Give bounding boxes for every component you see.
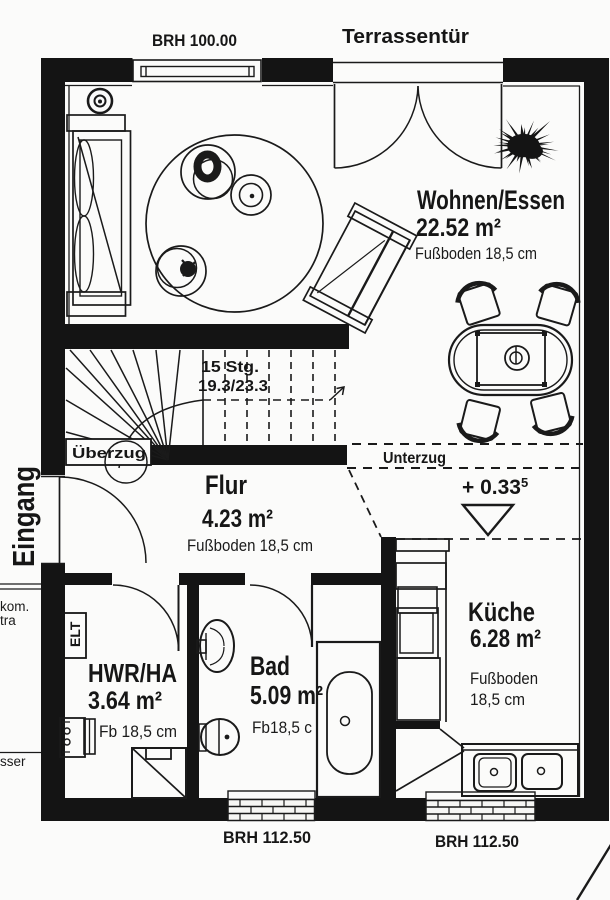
svg-text:6.28 m²: 6.28 m² xyxy=(470,625,541,653)
svg-text:Terrassentür: Terrassentür xyxy=(342,26,469,48)
svg-text:Unterzug: Unterzug xyxy=(383,450,446,467)
svg-text:Fußboden: Fußboden xyxy=(470,669,538,688)
svg-text:4.23 m²: 4.23 m² xyxy=(202,505,273,533)
svg-text:kom.: kom. xyxy=(0,599,29,614)
svg-text:Bad: Bad xyxy=(250,651,290,681)
svg-text:BRH 100.00: BRH 100.00 xyxy=(152,31,237,50)
svg-text:Küche: Küche xyxy=(468,597,535,627)
svg-text:15 Stg.: 15 Stg. xyxy=(201,359,259,376)
svg-text:5.09 m²: 5.09 m² xyxy=(250,680,323,710)
svg-text:Fußboden 18,5 cm: Fußboden 18,5 cm xyxy=(415,245,537,263)
svg-text:Überzug: Überzug xyxy=(72,445,146,462)
svg-text:tra: tra xyxy=(0,613,16,628)
svg-text:BRH 112.50: BRH 112.50 xyxy=(223,828,311,847)
svg-text:+ 0.335: + 0.335 xyxy=(462,475,528,499)
svg-text:HWR/HA: HWR/HA xyxy=(88,658,177,688)
svg-text:18,5 cm: 18,5 cm xyxy=(470,690,525,709)
svg-text:Fußboden 18,5 cm: Fußboden 18,5 cm xyxy=(187,537,313,555)
svg-text:22.52 m²: 22.52 m² xyxy=(416,214,501,242)
svg-text:BRH 112.50: BRH 112.50 xyxy=(435,832,519,851)
svg-text:Flur: Flur xyxy=(205,470,247,500)
svg-text:ELT: ELT xyxy=(67,621,83,647)
svg-text:Wohnen/Essen: Wohnen/Essen xyxy=(417,185,565,215)
svg-text:19.3/23.3: 19.3/23.3 xyxy=(198,378,268,395)
svg-text:Fb 18,5 cm: Fb 18,5 cm xyxy=(99,723,177,741)
svg-text:Fb18,5 c: Fb18,5 c xyxy=(252,719,312,737)
svg-text:3.64 m²: 3.64 m² xyxy=(88,687,162,715)
svg-text:sser: sser xyxy=(0,754,26,769)
svg-text:Eingang: Eingang xyxy=(6,466,41,567)
